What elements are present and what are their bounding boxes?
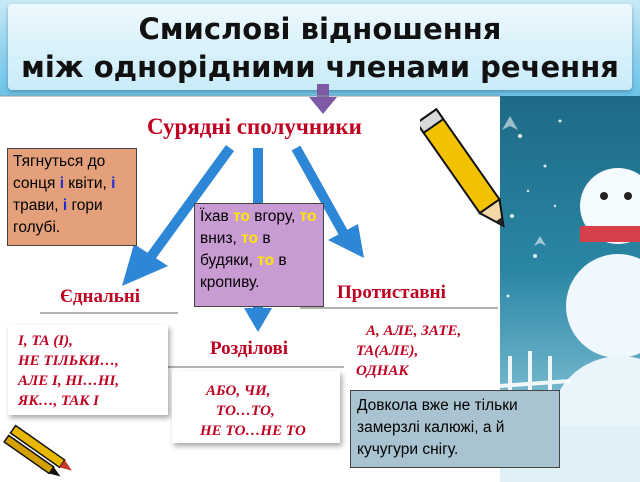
pencil-icon — [420, 107, 505, 228]
example-box-protystavni: Довкола вже не тільки замерзлі калюжі, а… — [350, 390, 560, 468]
highlighted-conjunction: і — [59, 175, 64, 192]
highlighted-conjunction: то — [257, 252, 275, 269]
highlighted-conjunction: то — [299, 208, 317, 225]
pointer-arrow-icon — [309, 84, 337, 114]
highlighted-conjunction: і — [62, 197, 68, 214]
arrow-to-protystavni — [291, 145, 364, 258]
example-fragment: в будяки, — [200, 230, 271, 269]
heading-rozdilovi: Розділові — [210, 338, 289, 359]
example-fragment: Тягнуться до сонця — [13, 153, 106, 192]
list-protystavni: А, АЛЕ, ЗАТЕ, ТА(АЛЕ), ОДНАК — [356, 321, 461, 381]
example-box-rozdilovi: Їхав то вгору, то вниз, то в будяки, то … — [194, 203, 324, 307]
example-box-ednalni: Тягнуться до сонця і квіти, і трави, і г… — [7, 148, 137, 246]
list-item: А, АЛЕ, ЗАТЕ, — [366, 323, 462, 339]
list-item: ТО…ТО, — [216, 403, 275, 419]
title-box: Смислові відношення між однорідними член… — [8, 4, 632, 90]
example-fragment: Їхав — [200, 208, 234, 225]
list-item: НЕ ТІЛЬКИ…, — [18, 353, 119, 369]
arrow-to-ednalni — [122, 145, 235, 286]
list-item: ОДНАК — [356, 363, 409, 379]
title-band: Смислові відношення між однорідними член… — [0, 0, 640, 96]
list-rozdilovi: АБО, ЧИ, ТО…ТО, НЕ ТО…НЕ ТО — [200, 381, 306, 441]
title-line-2: між однорідними членами речення — [21, 50, 619, 84]
title-line-1: Смислові відношення — [138, 12, 502, 46]
list-item: І, ТА (І), — [18, 333, 73, 349]
list-item: НЕ ТО…НЕ ТО — [200, 423, 306, 439]
example-fragment: вгору, — [249, 208, 300, 225]
list-item: АЛЕ І, НІ…НІ, — [18, 373, 120, 389]
list-ednalni: І, ТА (І), НЕ ТІЛЬКИ…, АЛЕ І, НІ…НІ, ЯК…… — [18, 331, 119, 411]
example-text-ednalni: Тягнуться до сонця і квіти, і трави, і г… — [13, 153, 115, 236]
list-item: ЯК…, ТАК І — [18, 393, 99, 409]
example-text-rozdilovi: Їхав то вгору, то вниз, то в будяки, то … — [200, 208, 317, 291]
heading-ednalni: Єднальні — [60, 286, 141, 307]
crayons-icon — [3, 424, 72, 477]
example-fragment: квіти, — [64, 175, 112, 192]
example-fragment: гори голубі. — [13, 197, 103, 236]
list-item: ТА(АЛЕ), — [356, 343, 419, 359]
example-fragment: трави, — [13, 197, 63, 214]
highlighted-conjunction: то — [233, 208, 250, 225]
example-fragment: вниз, — [200, 230, 242, 247]
heading-coordinating-conjunctions: Сурядні сполучники — [147, 114, 362, 139]
list-card-rozdilovi — [172, 371, 340, 443]
list-item: АБО, ЧИ, — [206, 383, 271, 399]
list-card-ednalni — [8, 325, 168, 415]
example-fragment: в кропиву. — [200, 252, 287, 291]
highlighted-conjunction: то — [241, 230, 259, 247]
heading-protystavni: Протиставні — [337, 282, 446, 303]
highlighted-conjunction: і — [111, 175, 116, 192]
